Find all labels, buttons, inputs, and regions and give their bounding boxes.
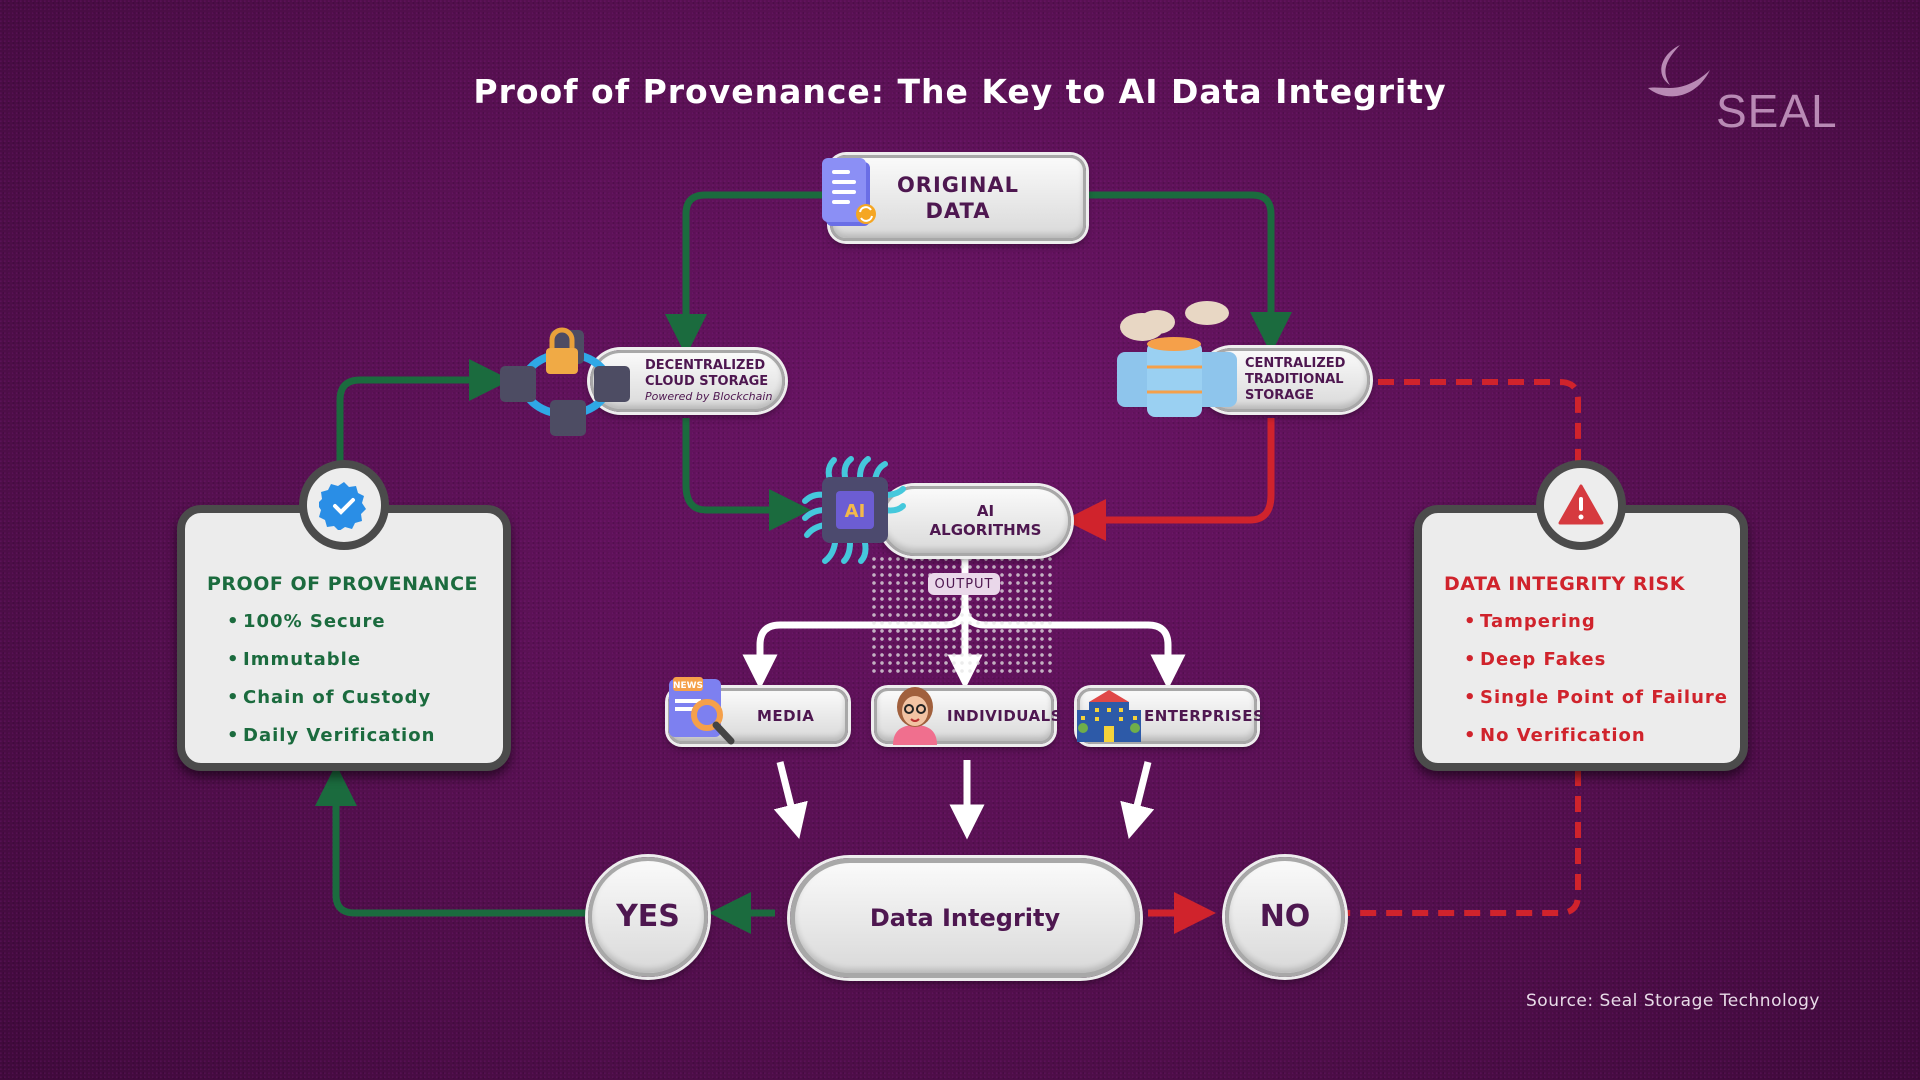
provenance-list: 100% Secure Immutable Chain of Custody D… xyxy=(207,603,435,755)
risk-title: DATA INTEGRITY RISK xyxy=(1444,573,1685,595)
risk-item: Deep Fakes xyxy=(1464,641,1728,679)
risk-item: Single Point of Failure xyxy=(1464,679,1728,717)
building-icon xyxy=(1077,690,1141,742)
badge-provenance xyxy=(299,460,389,550)
badge-risk xyxy=(1536,460,1626,550)
connector-decentralized-to-ai xyxy=(682,418,811,531)
output-tag: OUTPUT xyxy=(928,573,1000,595)
blockchain-lock-icon xyxy=(500,327,630,436)
connector-yes-to-provenance xyxy=(315,764,586,917)
centralized-label-3: STORAGE xyxy=(1245,388,1314,404)
ai-label-2: ALGORITHMS xyxy=(929,521,1042,539)
panel-data-integrity-risk: DATA INTEGRITY RISK Tampering Deep Fakes… xyxy=(1414,460,1748,771)
arrow-enterprises-to-integrity xyxy=(1120,761,1155,839)
page-title: Proof of Provenance: The Key to AI Data … xyxy=(473,72,1447,111)
enterprises-label: ENTERPRISES xyxy=(1144,706,1265,725)
connector-provenance-to-decentralized xyxy=(336,359,511,462)
seal-logo: SEAL xyxy=(1640,40,1840,140)
document-sync-icon xyxy=(822,158,876,226)
arrow-media-to-integrity xyxy=(773,761,808,839)
warning-icon xyxy=(1558,484,1604,525)
connector-centralized-to-ai xyxy=(1064,418,1275,541)
connector-original-to-centralized xyxy=(1084,191,1292,354)
server-cloud-icon xyxy=(1117,301,1237,417)
original-data-label-1: ORIGINAL xyxy=(896,172,1020,197)
yes-node[interactable]: YES xyxy=(588,857,708,977)
ai-chip-icon: AI xyxy=(802,456,906,564)
connector-centralized-to-risk xyxy=(1378,379,1581,462)
yes-label: YES xyxy=(616,899,680,935)
no-label: NO xyxy=(1259,899,1311,935)
provenance-item: Daily Verification xyxy=(227,717,435,755)
source-credit: Source: Seal Storage Technology xyxy=(1526,991,1820,1011)
individuals-label: INDIVIDUALS xyxy=(947,706,1062,725)
seal-logo-icon xyxy=(1648,45,1710,97)
decision-label: Data Integrity xyxy=(869,904,1061,932)
panel-proof-of-provenance: PROOF OF PROVENANCE 100% Secure Immutabl… xyxy=(177,460,511,771)
connector-risk-to-no xyxy=(1342,770,1581,916)
no-node[interactable]: NO xyxy=(1225,857,1345,977)
connector-original-to-decentralized xyxy=(665,191,826,356)
original-data-label-2: DATA xyxy=(925,199,991,223)
svg-text:AI: AI xyxy=(845,501,866,522)
svg-text:NEWS: NEWS xyxy=(673,681,703,691)
media-label: MEDIA xyxy=(757,706,815,725)
decentralized-sublabel: Powered by Blockchain xyxy=(645,390,773,404)
news-magnifier-icon: NEWS xyxy=(669,677,735,745)
decentralized-label-2: CLOUD STORAGE xyxy=(645,374,769,390)
decision-data-integrity[interactable]: Data Integrity xyxy=(790,858,1140,978)
risk-item: Tampering xyxy=(1464,603,1728,641)
risk-list: Tampering Deep Fakes Single Point of Fai… xyxy=(1444,603,1728,755)
risk-item: No Verification xyxy=(1464,717,1728,755)
provenance-item: Immutable xyxy=(227,641,435,679)
centralized-label-1: CENTRALIZED xyxy=(1245,355,1346,371)
ai-label-1: AI xyxy=(976,502,995,521)
centralized-label-2: TRADITIONAL xyxy=(1245,371,1344,387)
decentralized-label-1: DECENTRALIZED xyxy=(645,357,766,373)
provenance-item: 100% Secure xyxy=(227,603,435,641)
verified-badge-icon xyxy=(319,482,366,530)
logo-text: SEAL xyxy=(1716,85,1838,137)
provenance-item: Chain of Custody xyxy=(227,679,435,717)
provenance-title: PROOF OF PROVENANCE xyxy=(207,573,479,595)
person-icon xyxy=(893,687,937,745)
